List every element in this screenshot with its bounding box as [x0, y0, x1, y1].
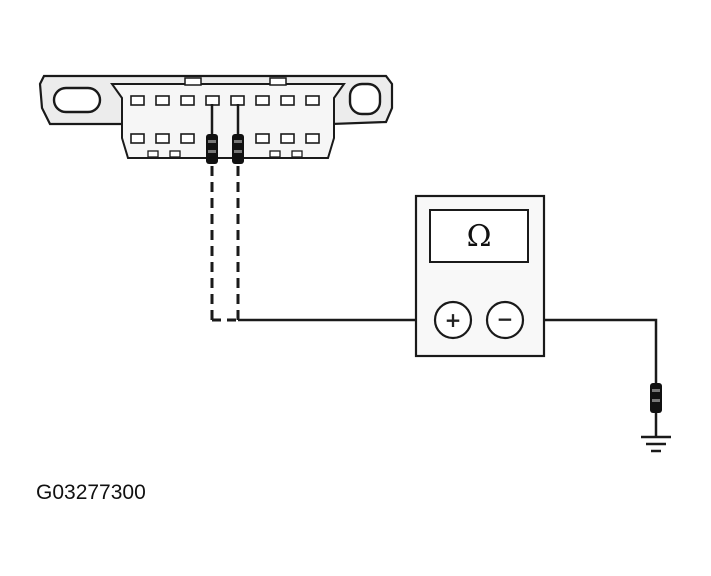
negative-terminal-label: − [497, 307, 514, 331]
multimeter-icon: Ω + − [414, 194, 546, 358]
probe-right [232, 104, 244, 164]
meter-display [429, 209, 529, 263]
positive-terminal-label: + [445, 308, 462, 332]
connector-bezel [110, 83, 346, 159]
figure-id-label: G03277300 [36, 481, 146, 504]
positive-terminal [433, 300, 473, 340]
ground-icon [641, 435, 671, 453]
right-mounting-hole [348, 82, 382, 116]
negative-terminal [485, 300, 525, 340]
ohm-symbol: Ω [467, 219, 492, 254]
probe-left [206, 104, 218, 164]
left-mounting-slot [52, 86, 102, 114]
ground-clip [650, 383, 662, 436]
ground-lead [522, 318, 658, 383]
connector-pin-row-bottom [130, 133, 320, 144]
